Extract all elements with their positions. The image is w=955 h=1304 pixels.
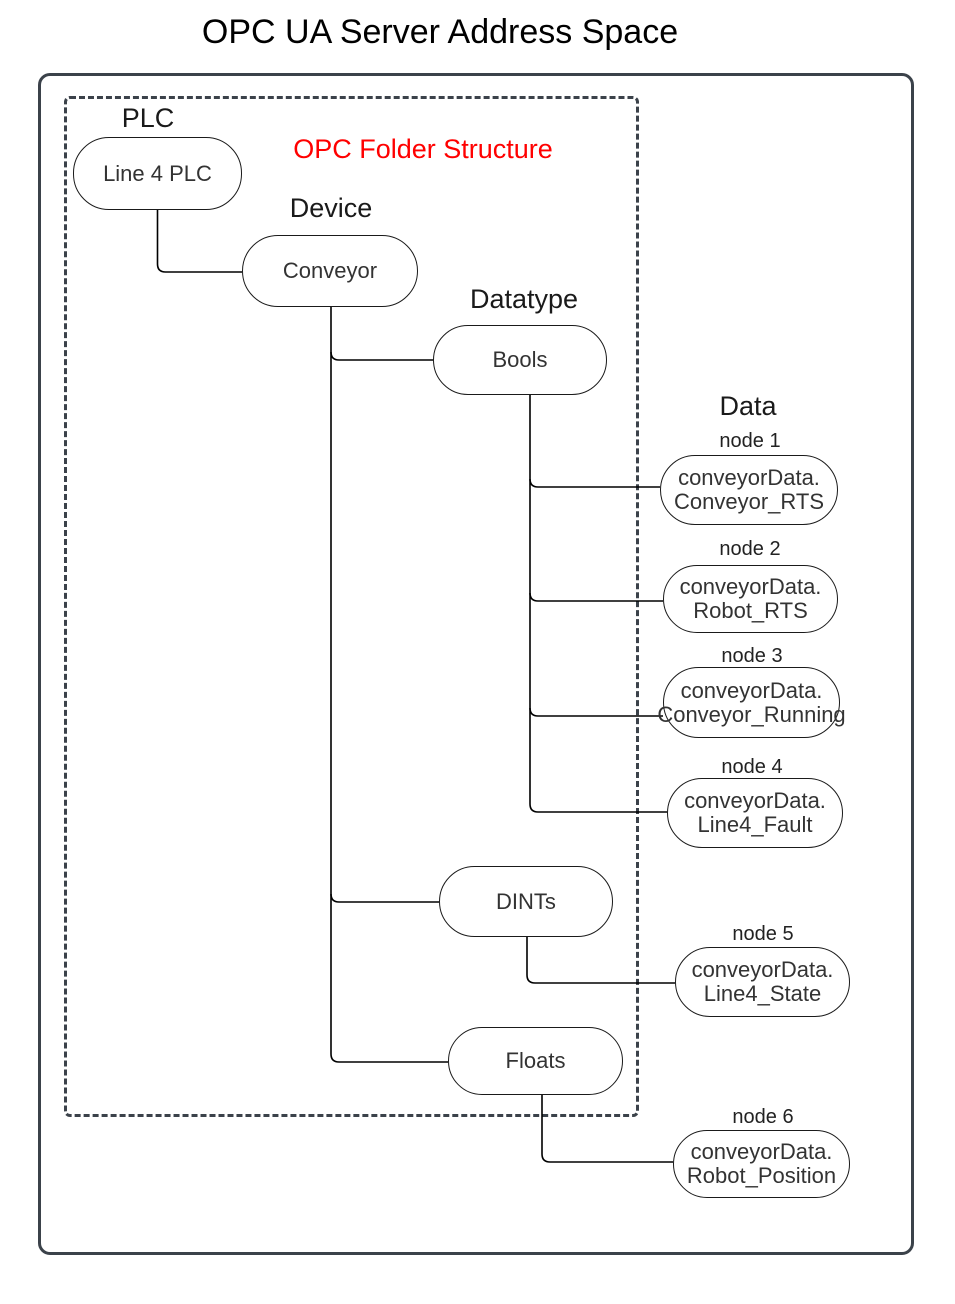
- data-node-3-tag: node 3: [721, 645, 783, 667]
- node-line4-plc: Line 4 PLC: [73, 137, 242, 210]
- data-node-5: conveyorData. Line4_State: [675, 947, 850, 1017]
- diagram-title: OPC UA Server Address Space: [201, 13, 679, 51]
- data-node-2-line2: Robot_RTS: [693, 598, 808, 623]
- data-node-4-line2: Line4_Fault: [697, 812, 813, 837]
- category-label-plc: PLC: [121, 103, 175, 133]
- data-node-1-tag: node 1: [719, 430, 781, 452]
- data-node-5-line1: conveyorData.: [691, 957, 834, 982]
- data-node-4: conveyorData. Line4_Fault: [667, 778, 843, 848]
- data-node-4-line1: conveyorData.: [684, 788, 826, 813]
- data-node-3-line2: Conveyor_Running: [657, 701, 846, 727]
- opc-folder-structure-label: OPC Folder Structure: [293, 134, 553, 164]
- data-node-6-line2: Robot_Position: [686, 1163, 837, 1188]
- data-node-5-line2: Line4_State: [703, 981, 822, 1006]
- node-bools: Bools: [433, 325, 607, 395]
- data-node-4-tag: node 4: [721, 756, 783, 778]
- category-label-device: Device: [289, 193, 373, 223]
- data-node-5-tag: node 5: [732, 923, 794, 945]
- data-node-6: conveyorData. Robot_Position: [673, 1130, 850, 1198]
- category-label-datatype: Datatype: [469, 284, 579, 314]
- data-node-6-line1: conveyorData.: [690, 1139, 833, 1164]
- data-node-3-line1: conveyorData.: [680, 677, 823, 703]
- data-node-2: conveyorData. Robot_RTS: [663, 565, 838, 633]
- data-node-2-tag: node 2: [719, 538, 781, 560]
- data-node-1-line1: conveyorData.: [678, 465, 820, 490]
- node-conveyor: Conveyor: [242, 235, 418, 307]
- node-floats: Floats: [448, 1027, 623, 1095]
- data-node-3: conveyorData. Conveyor_Running: [657, 667, 846, 738]
- server-address-space-box: [38, 73, 914, 1255]
- data-node-6-tag: node 6: [732, 1106, 794, 1128]
- category-label-data: Data: [719, 391, 777, 421]
- data-node-1: conveyorData. Conveyor_RTS: [660, 455, 838, 525]
- data-node-1-line2: Conveyor_RTS: [674, 489, 824, 514]
- data-node-2-line1: conveyorData.: [679, 574, 822, 599]
- node-dints: DINTs: [439, 866, 613, 937]
